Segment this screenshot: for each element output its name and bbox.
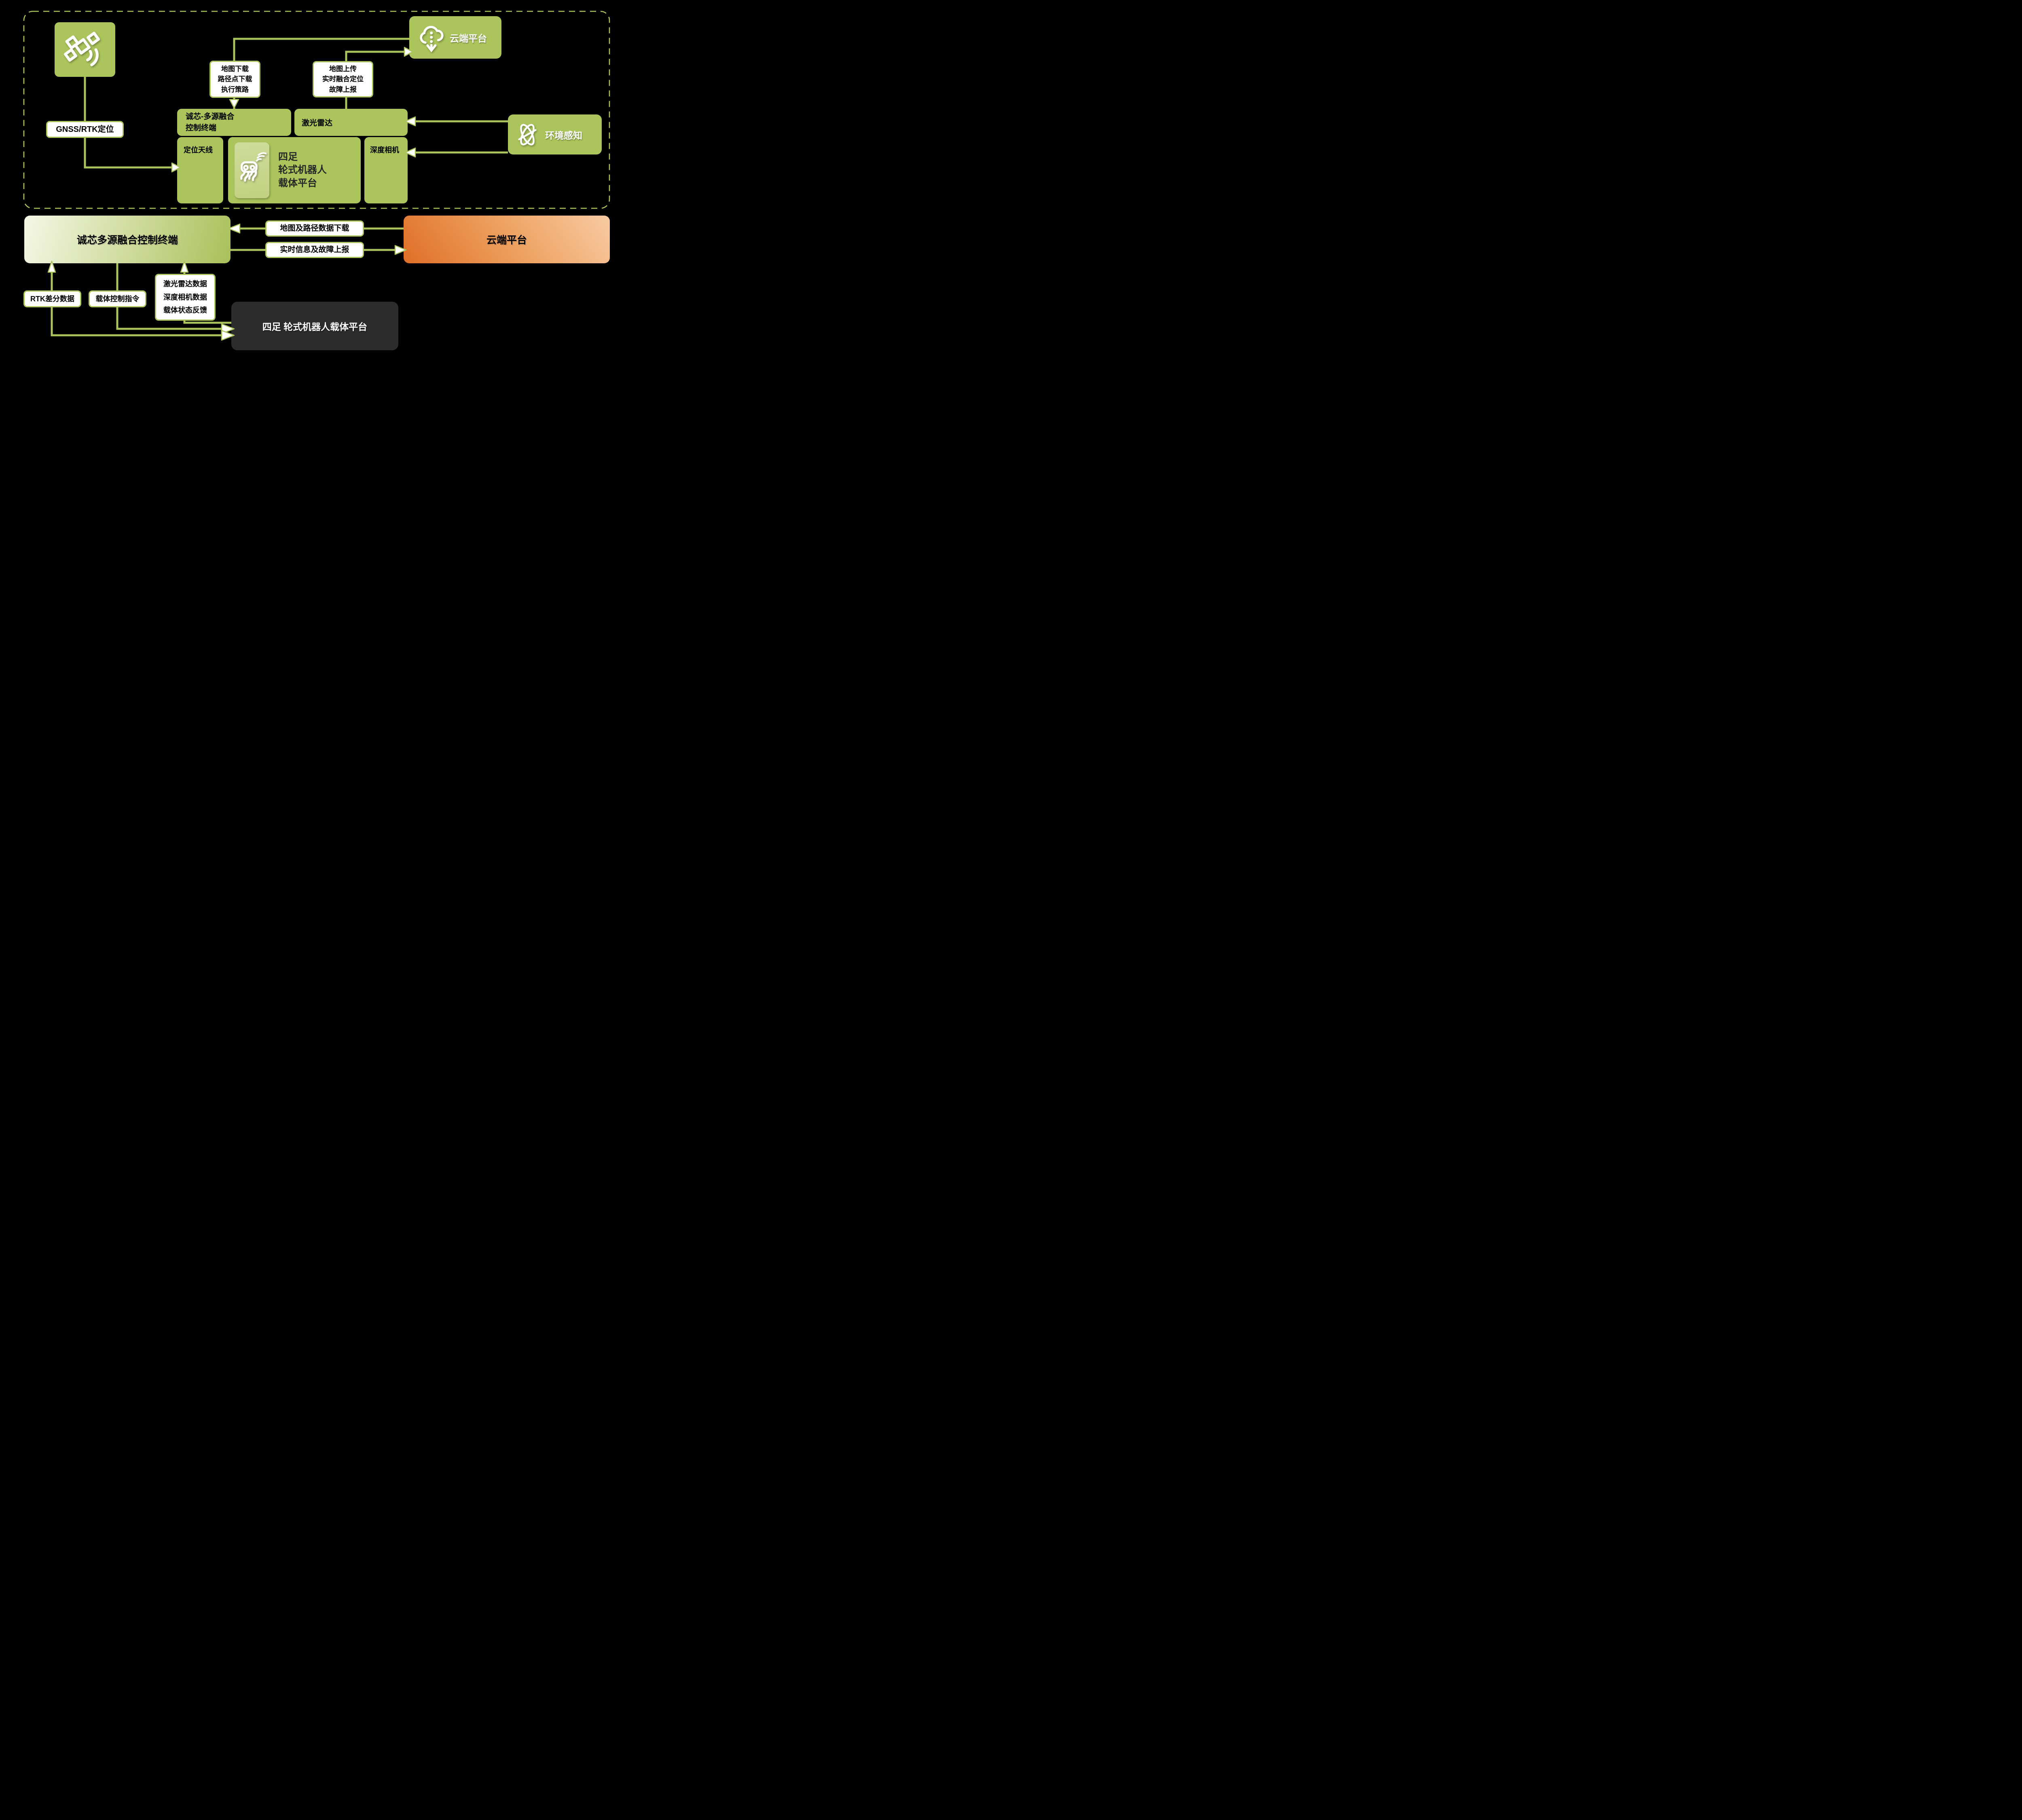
cloud-platform-main-label: 云端平台 — [486, 235, 527, 246]
fusion-terminal-line: 控制终端 — [186, 123, 217, 132]
robot-dog-icon — [240, 152, 266, 182]
antenna-label: 定位天线 — [184, 146, 213, 154]
line-sensor-down-to-robot — [183, 321, 233, 324]
arrow-left-into-terminal-main — [228, 223, 241, 234]
map-download-label: 地图下载 路径点下载 执行策路 — [209, 61, 260, 98]
map-download-line: 路径点下载 — [218, 75, 252, 83]
sensor-feedback-line: 激光雷达数据 — [163, 280, 207, 288]
robot-platform-line: 四足 — [278, 151, 298, 163]
arrow-up-sensor — [180, 260, 189, 273]
terminal-main-label: 诚芯多源融合控制终端 — [76, 235, 178, 246]
map-upload-label: 地图上传 实时融合定位 故障上报 — [313, 61, 373, 97]
carrier-control-label: 载体控制指令 — [89, 290, 146, 307]
dashed-frame — [23, 11, 610, 209]
diagram-canvas: { "colors": { "accent_green": "#abc45c",… — [0, 0, 634, 357]
cloud-platform-box: 云端平台 — [409, 16, 501, 59]
realtime-fault-upload-label: 实时信息及故障上报 — [265, 242, 364, 258]
map-upload-line: 地图上传 — [329, 65, 357, 73]
arrow-right-into-cloud-main — [394, 245, 407, 255]
map-path-download-text: 地图及路径数据下载 — [280, 224, 349, 233]
gnss-label: GNSS/RTK定位 — [46, 121, 124, 138]
robot-platform-main-box: 四足 轮式机器人载体平台 — [231, 302, 398, 350]
map-upload-line: 实时融合定位 — [322, 75, 364, 83]
sensor-feedback-label: 激光雷达数据 深度相机数据 载体状态反馈 — [155, 274, 216, 321]
line-control-down-to-robot — [116, 307, 222, 330]
rtk-data-text: RTK差分数据 — [30, 294, 74, 303]
antenna-box: 定位天线 — [177, 137, 223, 203]
rtk-data-label: RTK差分数据 — [23, 290, 81, 307]
robot-platform-line: 载体平台 — [278, 178, 317, 189]
env-perception-label: 环境感知 — [545, 130, 582, 141]
arrow-right-rtk-into-robot — [221, 330, 235, 341]
fusion-terminal-box: 诚芯-多源融合 控制终端 — [177, 109, 291, 136]
depth-camera-box: 深度相机 — [364, 137, 408, 203]
lidar-box: 激光雷达 — [294, 109, 408, 136]
sensor-feedback-line: 深度相机数据 — [163, 293, 207, 301]
connector-lines-layer — [23, 11, 610, 336]
cloud-platform-main-box: 云端平台 — [404, 216, 610, 263]
cloud-platform-label: 云端平台 — [450, 33, 487, 44]
terminal-main-box: 诚芯多源融合控制终端 — [24, 216, 231, 263]
arrow-right-into-cloud — [404, 47, 413, 57]
robot-platform-title: 四足 轮式机器人 载体平台 — [278, 150, 327, 190]
line-rtk-down-to-robot — [51, 307, 222, 336]
gnss-label-text: GNSS/RTK定位 — [56, 125, 114, 134]
arrow-left-into-depth-camera — [404, 147, 416, 158]
map-download-line: 地图下载 — [221, 65, 249, 73]
robot-platform-main-label: 四足 轮式机器人载体平台 — [262, 322, 368, 332]
robot-icon-panel — [235, 142, 269, 198]
line-satellite-to-antenna — [84, 77, 173, 169]
satellite-icon — [63, 31, 100, 66]
map-download-line: 执行策路 — [221, 85, 249, 93]
map-path-download-label: 地图及路径数据下载 — [265, 220, 364, 237]
atom-icon — [518, 123, 537, 146]
arrow-left-into-lidar — [404, 116, 416, 127]
arrow-right-into-antenna — [171, 162, 181, 173]
depth-camera-label: 深度相机 — [370, 146, 399, 154]
robot-platform-line: 轮式机器人 — [278, 164, 327, 176]
fusion-terminal-line: 诚芯-多源融合 — [186, 112, 235, 121]
arrow-up-rtk — [47, 260, 56, 273]
robot-platform-box: 四足 轮式机器人 载体平台 — [228, 137, 361, 203]
cloud-download-icon — [420, 25, 444, 52]
sensor-feedback-line: 载体状态反馈 — [163, 306, 207, 315]
map-upload-line: 故障上报 — [329, 85, 357, 93]
realtime-fault-upload-text: 实时信息及故障上报 — [280, 245, 349, 254]
satellite-box — [55, 22, 115, 77]
env-perception-box: 环境感知 — [508, 114, 602, 154]
arrowheads-layer — [47, 47, 416, 341]
arrow-down-into-fusion-terminal — [229, 99, 239, 109]
lidar-label: 激光雷达 — [302, 119, 333, 127]
carrier-control-text: 载体控制指令 — [95, 294, 140, 303]
